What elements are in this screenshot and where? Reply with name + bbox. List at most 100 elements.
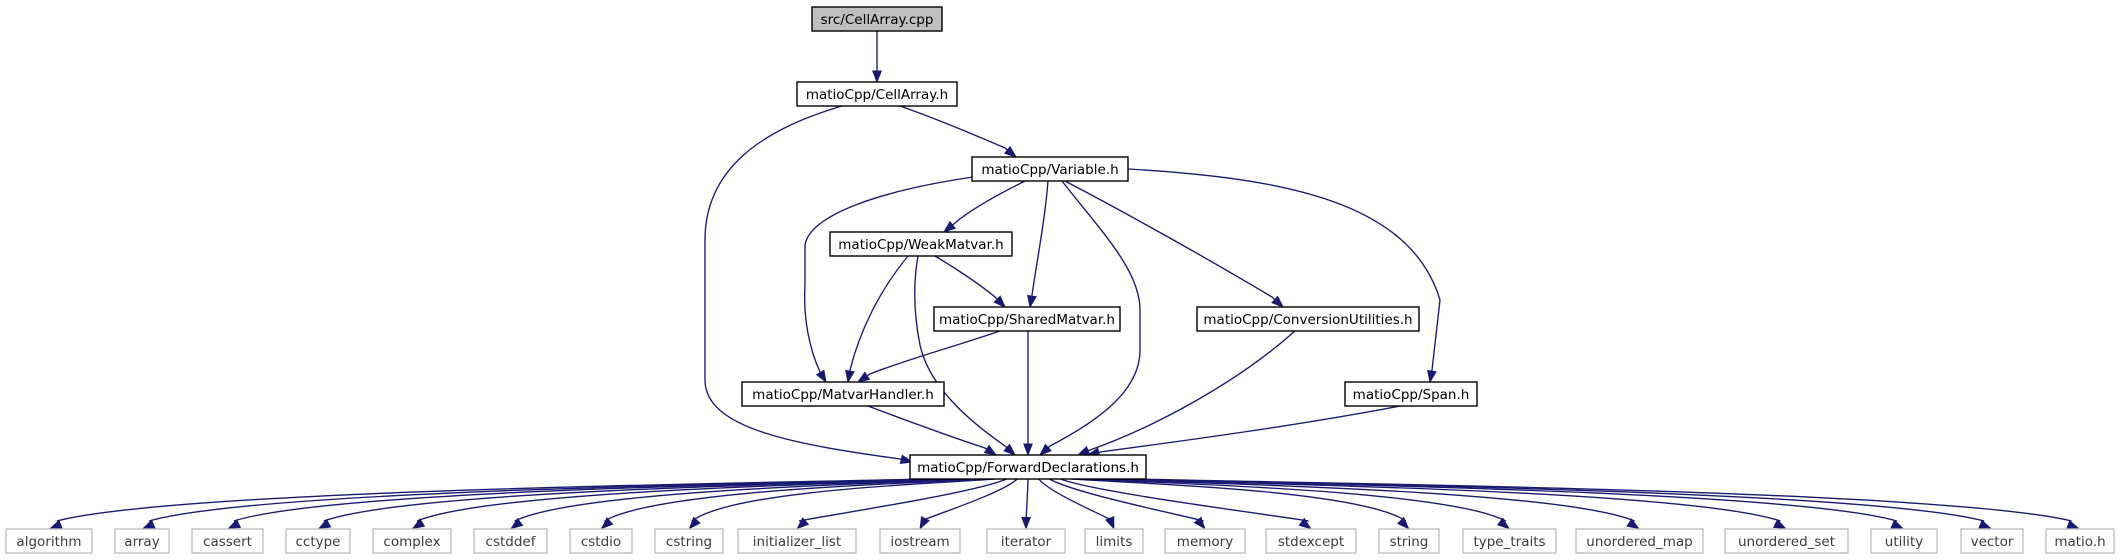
node-cstddef[interactable]: cstddef xyxy=(473,528,548,554)
node-box xyxy=(191,528,264,554)
node-label: cstddef xyxy=(486,534,537,550)
edge-variable_h-to-sharedmatvar_h xyxy=(1027,180,1049,309)
edge-arrowhead xyxy=(1003,443,1017,456)
edge-weakmatvar_h-to-sharedmatvar_h xyxy=(934,255,1006,308)
edge-line xyxy=(857,330,1001,383)
edge-line xyxy=(934,255,1006,308)
edge-arrowhead xyxy=(1003,145,1018,158)
edge-arrowhead xyxy=(796,517,810,530)
edge-arrowhead xyxy=(1271,295,1285,308)
edge-variable_h-to-forward_h xyxy=(1038,180,1141,456)
edge-forward_h-to-type_traits xyxy=(1081,478,1510,530)
node-label: cstring xyxy=(666,534,712,550)
node-limits[interactable]: limits xyxy=(1084,528,1144,554)
node-box xyxy=(1164,528,1246,554)
edge-line xyxy=(1077,330,1296,456)
edge-conversion_h-to-forward_h xyxy=(1076,330,1296,456)
node-label: string xyxy=(1390,534,1429,550)
node-label: stdexcept xyxy=(1278,534,1344,550)
edge-forward_h-to-iostream xyxy=(919,478,1018,530)
node-vector[interactable]: vector xyxy=(1960,528,2024,554)
node-weakmatvar-h[interactable]: matioCpp/WeakMatvar.h xyxy=(829,231,1013,257)
node-cstring[interactable]: cstring xyxy=(654,528,724,554)
edge-line xyxy=(798,478,1007,522)
node-box xyxy=(829,231,1013,257)
node-string[interactable]: string xyxy=(1378,528,1440,554)
node-unordered-set[interactable]: unordered_set xyxy=(1724,528,1849,554)
node-unordered-map[interactable]: unordered_map xyxy=(1575,528,1704,554)
node-algorithm[interactable]: algorithm xyxy=(5,528,93,554)
edge-forward_h-to-cstddef xyxy=(510,478,975,530)
node-initializer-list[interactable]: initializer_list xyxy=(737,528,857,554)
node-utility[interactable]: utility xyxy=(1870,528,1938,554)
node-memory[interactable]: memory xyxy=(1164,528,1246,554)
edge-arrowhead xyxy=(815,369,827,384)
edge-arrowhead xyxy=(1193,516,1206,530)
edge-arrowhead xyxy=(1027,294,1037,309)
node-box xyxy=(1265,528,1357,554)
node-cctype[interactable]: cctype xyxy=(285,528,351,554)
node-iostream[interactable]: iostream xyxy=(879,528,961,554)
node-label: src/CellArray.cpp xyxy=(821,12,934,28)
node-cellarray-h[interactable]: matioCpp/CellArray.h xyxy=(796,81,958,107)
edge-arrowhead xyxy=(1038,443,1052,456)
edge-line xyxy=(704,105,913,463)
node-box xyxy=(986,528,1066,554)
node-matvarhandler-h[interactable]: matioCpp/MatvarHandler.h xyxy=(741,381,945,407)
node-span-h[interactable]: matioCpp/Span.h xyxy=(1344,381,1478,407)
node-label: matioCpp/MatvarHandler.h xyxy=(752,387,934,403)
node-label: initializer_list xyxy=(753,534,841,550)
edge-forward_h-to-cstdio xyxy=(600,478,985,530)
node-label: cctype xyxy=(295,534,340,550)
edge-variable_h-to-conversion_h xyxy=(1064,180,1285,308)
node-matio-h[interactable]: matio.h xyxy=(2045,528,2115,554)
node-forward-h[interactable]: matioCpp/ForwardDeclarations.h xyxy=(909,454,1147,480)
edge-arrowhead xyxy=(1496,517,1510,530)
node-conversion-h[interactable]: matioCpp/ConversionUtilities.h xyxy=(1196,306,1420,332)
node-box xyxy=(1344,381,1478,407)
node-cstdio[interactable]: cstdio xyxy=(569,528,633,554)
node-array[interactable]: array xyxy=(114,528,170,554)
node-root: src/CellArray.cpp xyxy=(811,6,943,32)
edge-forward_h-to-cstring xyxy=(688,478,996,530)
edge-line xyxy=(1049,478,1204,522)
node-label: cassert xyxy=(203,534,252,550)
edge-line xyxy=(1039,180,1141,456)
edge-line xyxy=(1025,478,1029,522)
edge-arrowhead xyxy=(141,519,156,530)
node-label: matioCpp/Variable.h xyxy=(981,162,1118,178)
edge-sharedmatvar_h-to-matvarhandler_h xyxy=(856,330,1001,383)
node-box xyxy=(473,528,548,554)
edge-arrowhead xyxy=(993,295,1006,308)
node-variable-h[interactable]: matioCpp/Variable.h xyxy=(971,156,1129,182)
node-sharedmatvar-h[interactable]: matioCpp/SharedMatvar.h xyxy=(933,306,1121,332)
edge-arrowhead xyxy=(872,70,882,84)
edge-arrowhead xyxy=(1890,519,1905,530)
edge-cellarray_h-to-forward_h xyxy=(704,105,914,464)
edge-line xyxy=(1038,478,1114,522)
node-stdexcept[interactable]: stdexcept xyxy=(1265,528,1357,554)
edge-variable_h-to-matvarhandler_h xyxy=(803,175,981,384)
node-type-traits[interactable]: type_traits xyxy=(1462,528,1557,554)
edge-arrowhead xyxy=(600,517,614,530)
edge-weakmatvar_h-to-matvarhandler_h xyxy=(845,255,909,384)
node-box xyxy=(796,81,958,107)
edge-forward_h-to-string xyxy=(1071,478,1410,530)
edge-forward_h-to-matio_h xyxy=(1135,478,2080,530)
node-cassert[interactable]: cassert xyxy=(191,528,264,554)
node-box xyxy=(1724,528,1849,554)
node-label: complex xyxy=(383,534,440,550)
node-label: utility xyxy=(1885,534,1923,550)
edge-line xyxy=(1071,478,1407,522)
node-label: memory xyxy=(1177,534,1233,550)
node-complex[interactable]: complex xyxy=(372,528,452,554)
edge-line xyxy=(847,255,909,383)
edge-arrowhead xyxy=(1773,518,1787,530)
node-box xyxy=(114,528,170,554)
edge-arrowhead xyxy=(227,519,242,530)
edge-line xyxy=(514,478,975,522)
edge-arrowhead xyxy=(899,454,914,464)
node-label: matioCpp/WeakMatvar.h xyxy=(838,237,1003,253)
node-iterator[interactable]: iterator xyxy=(986,528,1066,554)
